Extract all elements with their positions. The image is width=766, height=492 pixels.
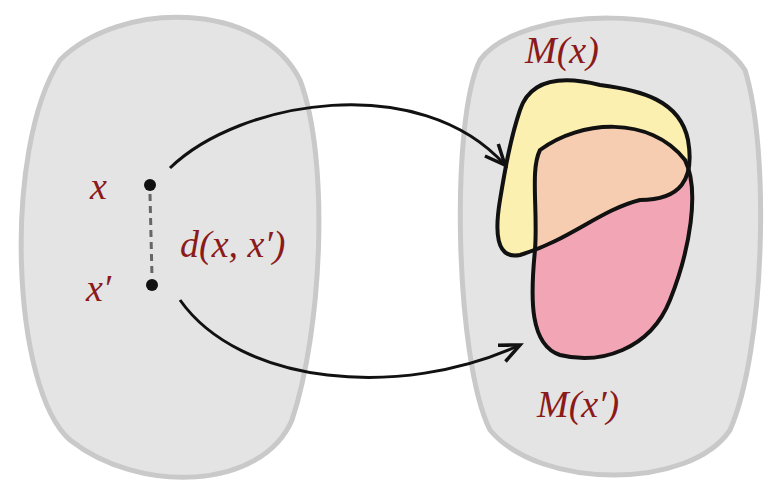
point-dot: [146, 279, 158, 291]
point-label: x′: [86, 266, 111, 310]
mapping-arrow: [170, 105, 505, 168]
point-dot: [144, 179, 156, 191]
set-label: M(x′): [537, 382, 619, 426]
mapping-arrow: [180, 300, 520, 377]
image-set: M(x′): [515, 110, 705, 435]
yellow-set: [497, 80, 689, 255]
image-set: M(x): [495, 28, 695, 263]
distance-dash: [150, 194, 152, 277]
overlap-set: [497, 80, 689, 255]
point-label: x: [90, 164, 107, 208]
range-region: [460, 18, 760, 475]
yellow-outline: [497, 80, 689, 255]
set-label: M(x): [525, 28, 599, 72]
domain-set: x x′ d(x, x′): [8, 8, 328, 488]
domain-region: [21, 17, 319, 477]
distance-label: d(x, x′): [180, 222, 285, 266]
